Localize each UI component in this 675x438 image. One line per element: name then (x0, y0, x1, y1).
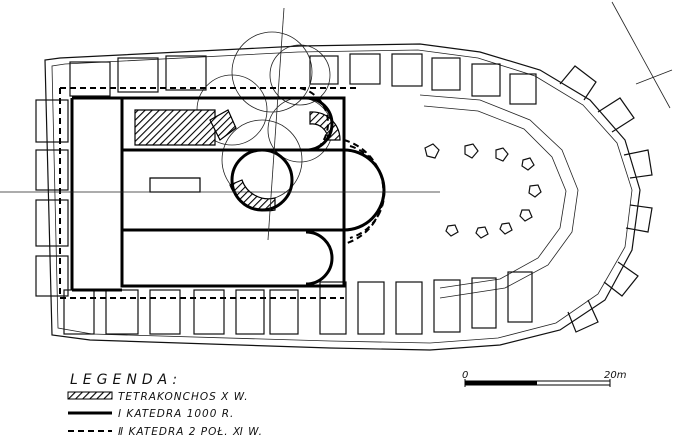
tetrakonchos-remains (134, 31, 341, 212)
gothic-cathedral-outline (35, 43, 653, 351)
scale-bar-filled-half (465, 381, 537, 385)
legend: LEGENDA: TETRAKONCHOS Ⅹ W. Ⅰ KATEDRA 100… (67, 372, 263, 438)
legend-title: LEGENDA: (70, 372, 182, 388)
legend-item-cathedral-one: Ⅰ KATEDRA 1000 R. (118, 408, 234, 420)
reference-axes (0, 1, 673, 241)
scale-bar: 0 20m (462, 370, 627, 387)
scale-start-label: 0 (462, 370, 468, 381)
choir-pillars (424, 143, 542, 239)
scale-end-label: 20m (604, 370, 627, 381)
legend-item-tetrakonchos: TETRAKONCHOS Ⅹ W. (118, 391, 249, 403)
legend-item-cathedral-two: Ⅱ KATEDRA 2 POŁ. Ⅺ W. (118, 426, 263, 438)
cathedral-one-walls (70, 96, 386, 292)
legend-swatch-hatched (67, 391, 113, 400)
